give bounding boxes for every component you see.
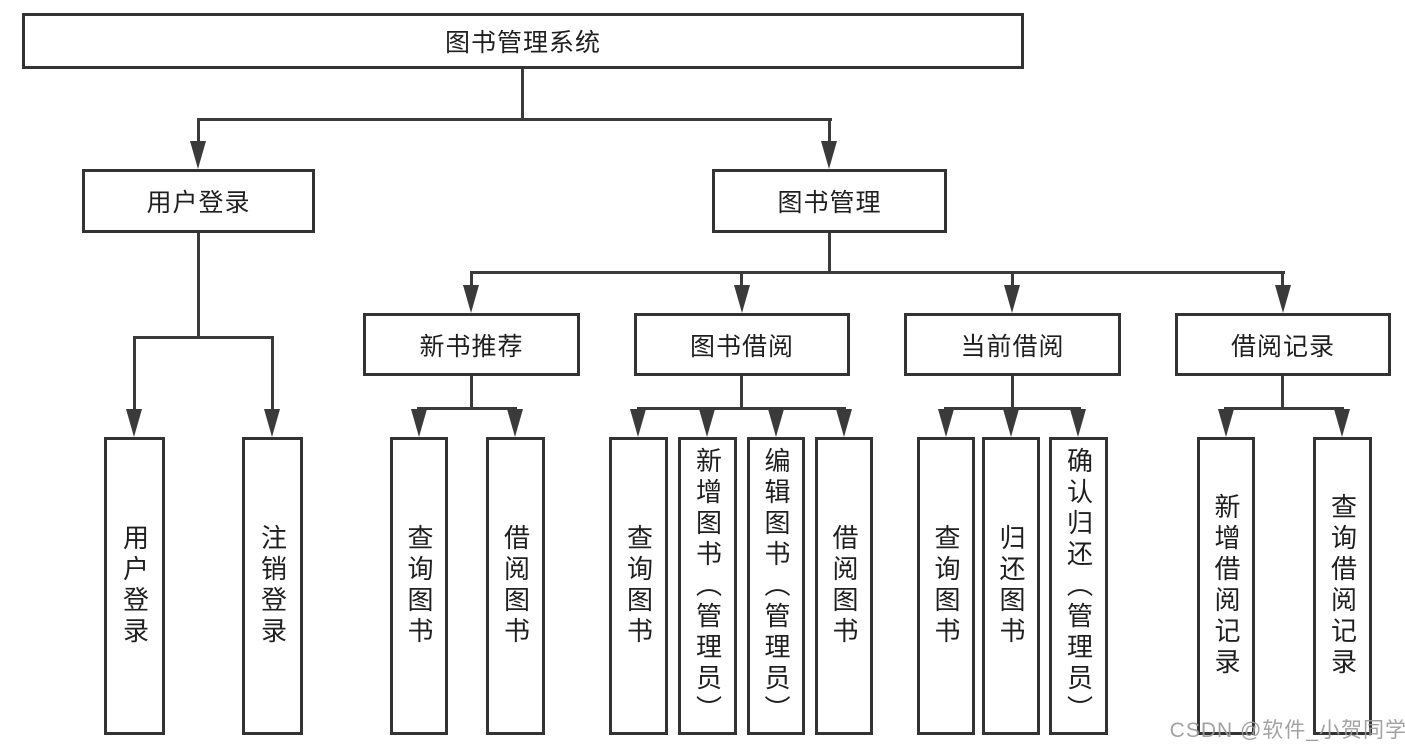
- connector-line: [828, 233, 831, 271]
- connector-line: [197, 118, 200, 141]
- arrow-down-icon: [507, 409, 523, 437]
- arrow-down-icon: [1334, 409, 1350, 437]
- node-current-borrowing: 当前借阅: [904, 313, 1121, 376]
- node-label: 图书借阅: [689, 332, 794, 361]
- arrow-down-icon: [821, 141, 837, 169]
- arrow-down-icon: [836, 409, 852, 437]
- arrow-down-icon: [630, 409, 646, 437]
- leaf-add-borrow-record: 新增借阅记录: [1197, 437, 1255, 735]
- connector-line: [1011, 376, 1014, 407]
- node-label: 借阅图书: [829, 524, 859, 648]
- node-label: 用户登录: [146, 189, 251, 217]
- node-borrowing-records: 借阅记录: [1175, 313, 1391, 376]
- connector-line: [1224, 407, 1344, 410]
- connector-line: [944, 407, 1081, 410]
- arrow-down-icon: [1004, 285, 1020, 313]
- connector-line: [740, 271, 743, 285]
- node-label: 图书管理系统: [444, 29, 601, 57]
- node-new-book-recommendation: 新书推荐: [363, 313, 580, 376]
- arrow-down-icon: [699, 409, 715, 437]
- node-label: 确认归还（管理员）: [1063, 446, 1094, 726]
- node-label: 编辑图书（管理员）: [761, 446, 791, 726]
- node-label: 借阅记录: [1230, 332, 1335, 361]
- arrow-down-icon: [463, 285, 479, 313]
- node-label: 新书推荐: [419, 332, 524, 361]
- connector-line: [133, 336, 136, 409]
- leaf-borrow-books-recommend: 借阅图书: [486, 437, 545, 735]
- connector-line: [133, 336, 274, 339]
- leaf-logout-login: 注销登录: [242, 437, 303, 735]
- node-label: 新增图书（管理员）: [692, 446, 723, 726]
- node-label: 查询图书: [931, 524, 961, 648]
- connector-line: [417, 407, 517, 410]
- connector-line: [514, 407, 517, 410]
- arrow-down-icon: [1003, 409, 1019, 437]
- leaf-user-login: 用户登录: [104, 437, 165, 735]
- connector-line: [271, 336, 274, 409]
- node-label: 借阅图书: [500, 524, 531, 648]
- connector-line: [470, 271, 473, 285]
- leaf-edit-book-admin: 编辑图书（管理员）: [747, 437, 805, 735]
- connector-line: [828, 118, 831, 141]
- arrow-down-icon: [411, 409, 427, 437]
- leaf-query-books-current: 查询图书: [917, 437, 975, 735]
- connector-line: [521, 69, 524, 118]
- arrow-down-icon: [768, 409, 784, 437]
- connector-line: [1011, 271, 1014, 285]
- connector-line: [637, 407, 846, 410]
- connector-line: [470, 271, 1285, 274]
- leaf-confirm-return-admin: 确认归还（管理员）: [1049, 437, 1108, 735]
- connector-line: [1281, 376, 1284, 407]
- node-user-login-branch: 用户登录: [82, 169, 315, 233]
- leaf-return-books: 归还图书: [982, 437, 1040, 735]
- node-book-management-branch: 图书管理: [712, 169, 947, 233]
- node-label: 归还图书: [996, 524, 1026, 648]
- node-label: 注销登录: [257, 524, 288, 648]
- connector-line: [197, 118, 832, 121]
- leaf-add-book-admin: 新增图书（管理员）: [678, 437, 737, 735]
- leaf-query-books-recommend: 查询图书: [390, 437, 448, 735]
- arrow-down-icon: [190, 141, 206, 169]
- arrow-down-icon: [126, 409, 142, 437]
- leaf-borrow-books-borrowing: 借阅图书: [815, 437, 873, 735]
- node-label: 查询图书: [404, 524, 434, 648]
- connector-line: [197, 233, 200, 336]
- arrow-down-icon: [1275, 285, 1291, 313]
- arrow-down-icon: [734, 285, 750, 313]
- arrow-down-icon: [1218, 409, 1234, 437]
- node-library-management-system: 图书管理系统: [22, 13, 1024, 69]
- leaf-query-books-borrowing: 查询图书: [609, 437, 668, 735]
- node-label: 查询借阅记录: [1327, 493, 1358, 679]
- arrow-down-icon: [264, 409, 280, 437]
- connector-line: [740, 376, 743, 407]
- node-label: 查询图书: [623, 524, 654, 648]
- csdn-watermark: CSDN @软件_小贺同学: [1169, 719, 1405, 742]
- node-book-borrowing: 图书借阅: [634, 313, 850, 376]
- leaf-query-borrow-record: 查询借阅记录: [1313, 437, 1372, 735]
- node-label: 当前借阅: [960, 332, 1065, 361]
- connector-line: [1281, 271, 1284, 285]
- node-label: 图书管理: [777, 189, 882, 217]
- arrow-down-icon: [938, 409, 954, 437]
- arrow-down-icon: [1070, 409, 1086, 437]
- node-label: 新增借阅记录: [1211, 493, 1241, 679]
- connector-line: [470, 376, 473, 407]
- connector-line: [417, 407, 420, 410]
- node-label: 用户登录: [119, 524, 150, 648]
